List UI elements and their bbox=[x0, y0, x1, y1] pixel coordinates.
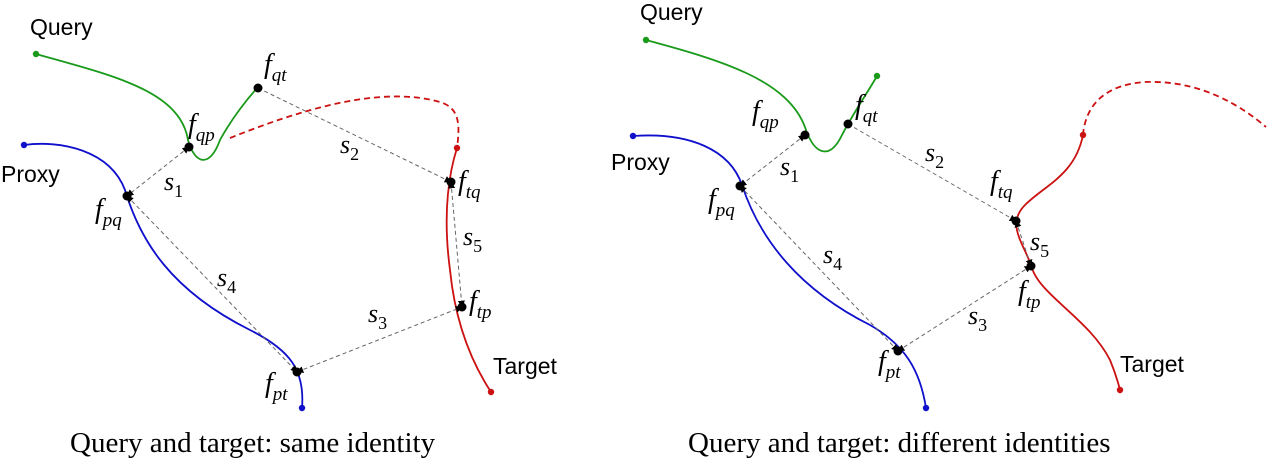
fpq-label: fpq bbox=[708, 184, 735, 221]
s2-label: s2 bbox=[925, 138, 944, 172]
s2-arrow bbox=[847, 123, 1017, 222]
query-start-dot bbox=[642, 36, 650, 44]
target-label: Target bbox=[1120, 351, 1185, 377]
ftq-point bbox=[446, 177, 456, 187]
fqp-point bbox=[184, 142, 194, 152]
s3-arrow bbox=[296, 306, 463, 373]
s4-label: s4 bbox=[823, 240, 842, 274]
fqp-label: fqp bbox=[752, 96, 779, 133]
proxy-start-dot bbox=[20, 141, 28, 149]
s5-arrow bbox=[1014, 220, 1033, 267]
query-trajectory bbox=[35, 53, 259, 161]
fpt-label: fpt bbox=[878, 346, 901, 383]
target-trajectory-dashed bbox=[1082, 81, 1267, 136]
fpq-point bbox=[122, 191, 132, 201]
fqp-label: fqp bbox=[188, 109, 215, 146]
ftq-label: ftq bbox=[990, 166, 1013, 203]
fpq-label: fpq bbox=[95, 194, 122, 231]
target-label: Target bbox=[493, 353, 558, 379]
s3-label: s3 bbox=[968, 301, 987, 335]
fqt-point bbox=[843, 119, 853, 129]
s5-label: s5 bbox=[463, 222, 482, 256]
caption-right: Query and target: different identities bbox=[688, 427, 1111, 459]
query-start-dot bbox=[32, 50, 40, 58]
query-end-dot bbox=[873, 72, 881, 80]
target-start-dot bbox=[453, 144, 461, 152]
fpt-point bbox=[893, 346, 903, 356]
fqt-point bbox=[253, 83, 263, 93]
s3-label: s3 bbox=[368, 299, 387, 333]
s4-label: s4 bbox=[217, 263, 236, 297]
target-trajectory-dashed bbox=[229, 95, 460, 149]
ftq-label: ftq bbox=[458, 166, 481, 203]
target-start-dot bbox=[1079, 131, 1087, 139]
caption-left: Query and target: same identity bbox=[70, 427, 436, 459]
panel-same-identity: Query Proxy Target fqt fqp fpq ftq ftp f… bbox=[1, 14, 558, 459]
proxy-end-dot bbox=[298, 404, 306, 412]
proxy-start-dot bbox=[629, 132, 637, 140]
s4-arrow bbox=[126, 195, 298, 373]
ftp-point bbox=[1026, 261, 1036, 271]
panel-different-identities: Query Proxy Target fqp fqt fpq ftq ftp f… bbox=[611, 0, 1267, 459]
fpq-point bbox=[735, 181, 745, 191]
fpt-label: fpt bbox=[265, 368, 288, 405]
proxy-label: Proxy bbox=[1, 161, 60, 187]
fqp-point bbox=[800, 130, 810, 140]
s1-label: s1 bbox=[780, 152, 799, 186]
target-end-dot bbox=[1116, 386, 1124, 394]
ftp-label: ftp bbox=[469, 286, 492, 323]
s2-label: s2 bbox=[340, 130, 359, 164]
s2-arrow bbox=[257, 87, 452, 183]
ftq-point bbox=[1011, 216, 1021, 226]
s4-arrow bbox=[739, 185, 899, 352]
ftp-label: ftp bbox=[1018, 276, 1041, 313]
fqt-label: fqt bbox=[855, 90, 878, 127]
target-end-dot bbox=[487, 388, 495, 396]
query-trajectory bbox=[645, 39, 878, 153]
proxy-end-dot bbox=[922, 404, 930, 412]
s3-arrow bbox=[897, 265, 1032, 352]
ftp-point bbox=[457, 302, 467, 312]
fqt-label: fqt bbox=[264, 49, 287, 86]
proxy-label: Proxy bbox=[611, 149, 670, 175]
s5-label: s5 bbox=[1030, 227, 1049, 261]
s1-label: s1 bbox=[164, 167, 183, 201]
query-label: Query bbox=[30, 14, 93, 40]
fpt-point bbox=[292, 367, 302, 377]
s1-arrow bbox=[126, 146, 190, 197]
query-label: Query bbox=[640, 0, 703, 25]
